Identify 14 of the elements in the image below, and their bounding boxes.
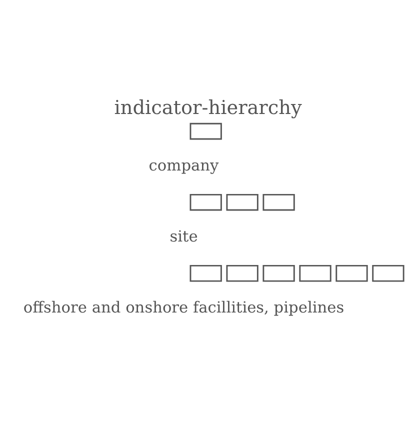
node-box: [262, 194, 295, 211]
diagram-title: indicator-hierarchy: [114, 96, 302, 120]
label: offshore and onshore facillities, pipelines: [23, 298, 344, 317]
node-box: [190, 264, 222, 282]
node-box: [226, 194, 258, 211]
node-box: [190, 122, 222, 140]
node-box: [226, 264, 258, 282]
label: site: [170, 228, 198, 246]
node-box: [372, 264, 404, 282]
label: company: [148, 156, 219, 174]
node-box: [262, 264, 295, 282]
node-box: [336, 264, 368, 282]
node-box: [190, 194, 222, 211]
node-box: [299, 264, 332, 282]
